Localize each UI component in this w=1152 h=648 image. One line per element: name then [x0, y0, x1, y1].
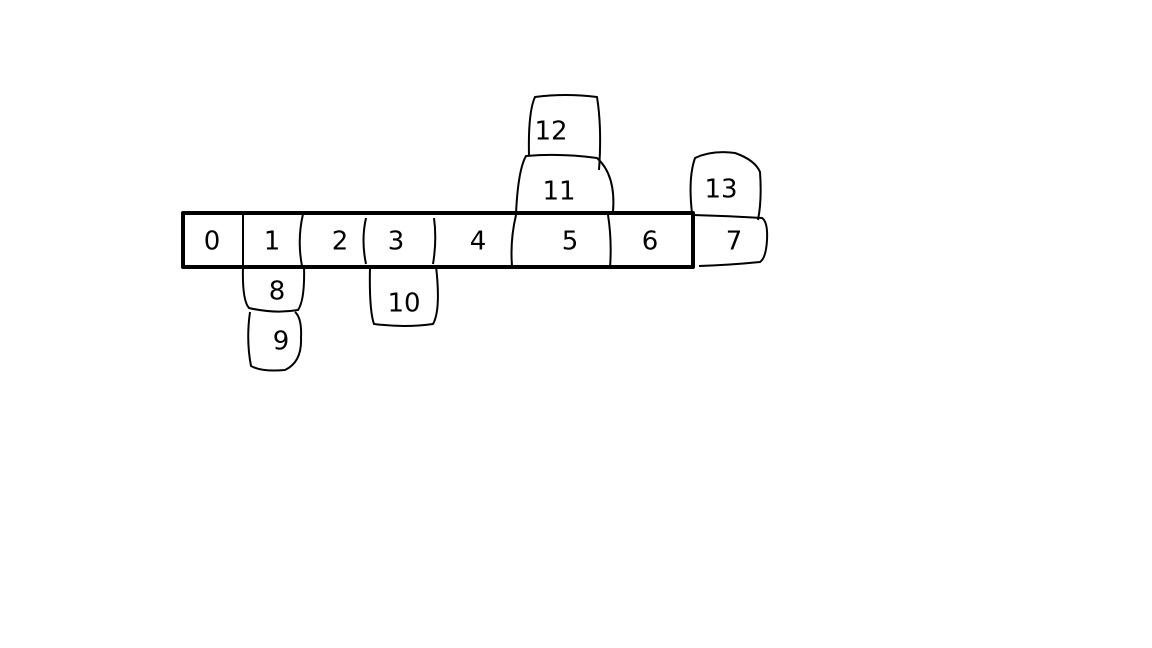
divider-5-6	[607, 214, 612, 269]
cell-10-box	[368, 265, 439, 327]
cell-label: 5	[562, 227, 579, 257]
divider-4-5	[510, 214, 517, 267]
divider-1-2	[298, 213, 304, 267]
cell-label: 8	[269, 277, 286, 307]
cell-7-box	[692, 214, 769, 267]
main-row-frame	[181, 211, 695, 269]
cell-11-box	[515, 153, 615, 215]
divider-3-4	[432, 217, 437, 265]
cell-12-box	[527, 94, 602, 171]
divider-2-3	[362, 217, 367, 265]
cell-8-box	[241, 265, 306, 313]
cell-label: 12	[534, 117, 567, 147]
cell-label: 7	[726, 227, 743, 257]
cell-label: 4	[470, 227, 487, 257]
cell-9-box	[247, 311, 303, 372]
cell-label: 13	[704, 175, 737, 205]
cell-label: 11	[542, 177, 575, 207]
cell-label: 6	[642, 227, 659, 257]
cell-label: 10	[387, 289, 420, 319]
cell-13-box	[689, 151, 762, 221]
cell-label: 0	[204, 227, 221, 257]
cell-label: 1	[264, 227, 281, 257]
cell-label: 2	[332, 227, 349, 257]
cell-label: 3	[388, 227, 405, 257]
cell-label: 9	[273, 327, 290, 357]
